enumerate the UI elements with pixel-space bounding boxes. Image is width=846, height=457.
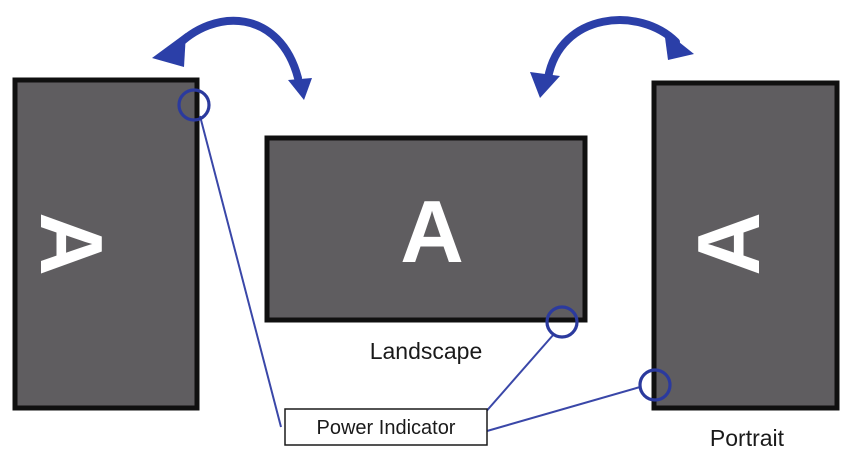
power-indicator-ring-icon: [177, 88, 211, 122]
rotate-arrow-icon-left: [152, 16, 312, 100]
monitor-left-glyph: A: [22, 212, 121, 276]
leader-lines: [199, 115, 641, 432]
power-indicator-ring-icon: [638, 368, 672, 402]
portrait-caption: Portrait: [710, 425, 785, 451]
monitor-center-glyph: A: [400, 182, 464, 281]
monitor-left: A: [12, 77, 200, 411]
power-indicator-callout: Power Indicator: [284, 408, 488, 446]
monitor-center: A Landscape: [264, 135, 588, 364]
landscape-caption: Landscape: [370, 338, 483, 364]
power-indicator-label: Power Indicator: [317, 417, 456, 439]
power-indicator-ring-icon: [545, 305, 579, 339]
rotate-arrow-icon-right: [530, 16, 694, 98]
monitor-right-glyph: A: [679, 212, 778, 276]
monitor-right: A Portrait: [651, 80, 840, 451]
